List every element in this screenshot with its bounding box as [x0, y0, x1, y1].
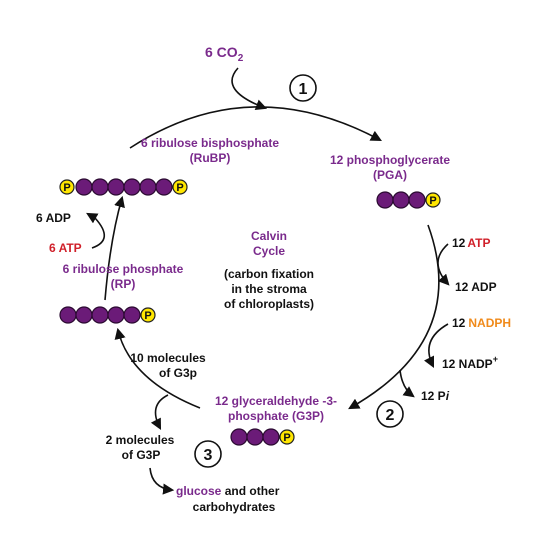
- left-atp-label: 6 ATP: [49, 241, 82, 255]
- center-label: Calvin Cycle (carbon fixation in the str…: [224, 229, 314, 311]
- svg-text:P: P: [63, 182, 70, 194]
- rp-label-line2: (RP): [111, 277, 136, 291]
- output-label-line1: glucose and other: [176, 484, 280, 498]
- pga-label-line2: (PGA): [373, 168, 407, 182]
- rubp-label-line2: (RuBP): [190, 151, 231, 165]
- output-label-line2: carbohydrates: [193, 500, 276, 514]
- rubp-label-line1: 6 ribulose bisphosphate: [141, 136, 279, 150]
- left-atp-adp-arrow: [86, 212, 106, 249]
- svg-text:(carbon fixation: (carbon fixation: [224, 267, 314, 281]
- rubp-molecule: P P: [59, 178, 188, 196]
- split-arrow-down: [150, 394, 169, 430]
- step-1-marker: 1: [289, 74, 317, 102]
- two-molecules-line2: of G3P: [122, 448, 161, 462]
- rp-molecule: P: [59, 306, 156, 324]
- cycle-arrow-rp-to-rubp: [104, 195, 125, 301]
- ten-molecules-line2: of G3p: [159, 366, 197, 380]
- cycle-arrow-g3p-to-rp: [114, 327, 201, 409]
- pga-label-line1: 12 phosphoglycerate: [330, 153, 450, 167]
- cycle-arrow-pga-to-g3p: [348, 224, 440, 410]
- co2-arrow: [231, 67, 268, 111]
- right-nadph-nadp-arrow: [423, 323, 449, 369]
- rp-label-line1: 6 ribulose phosphate: [63, 262, 184, 276]
- step-2-marker: 2: [376, 400, 404, 428]
- two-molecules-line1: 2 molecules: [106, 433, 175, 447]
- svg-text:2: 2: [386, 407, 395, 424]
- svg-text:Calvin: Calvin: [251, 229, 287, 243]
- right-nadp-label: 12 NADP+: [442, 354, 498, 371]
- g3p-molecule: P: [230, 428, 295, 446]
- svg-text:3: 3: [204, 447, 213, 464]
- right-pi-arrow: [399, 369, 415, 398]
- co2-label: 6 CO2: [205, 44, 244, 64]
- svg-text:1: 1: [299, 81, 308, 98]
- svg-text:P: P: [283, 432, 290, 444]
- svg-text:P: P: [429, 195, 436, 207]
- ten-molecules-line1: 10 molecules: [130, 351, 206, 365]
- svg-text:of chloroplasts): of chloroplasts): [224, 297, 314, 311]
- output-arrow: [149, 467, 175, 495]
- svg-text:Cycle: Cycle: [253, 244, 285, 258]
- g3p-label-line1: 12 glyceraldehyde -3-: [215, 394, 337, 408]
- cycle-arrow-rubp-to-pga: [129, 106, 382, 149]
- left-adp-label: 6 ADP: [36, 211, 71, 225]
- svg-text:P: P: [144, 310, 151, 322]
- right-atp-adp-arrow: [437, 243, 450, 286]
- svg-text:P: P: [176, 182, 183, 194]
- svg-text:in the stroma: in the stroma: [231, 282, 307, 296]
- right-adp-label: 12 ADP: [455, 280, 497, 294]
- g3p-label-line2: phosphate (G3P): [228, 409, 324, 423]
- right-pi-label: 12 Pi: [421, 389, 450, 403]
- pga-molecule: P: [376, 191, 441, 209]
- step-3-marker: 3: [194, 440, 222, 468]
